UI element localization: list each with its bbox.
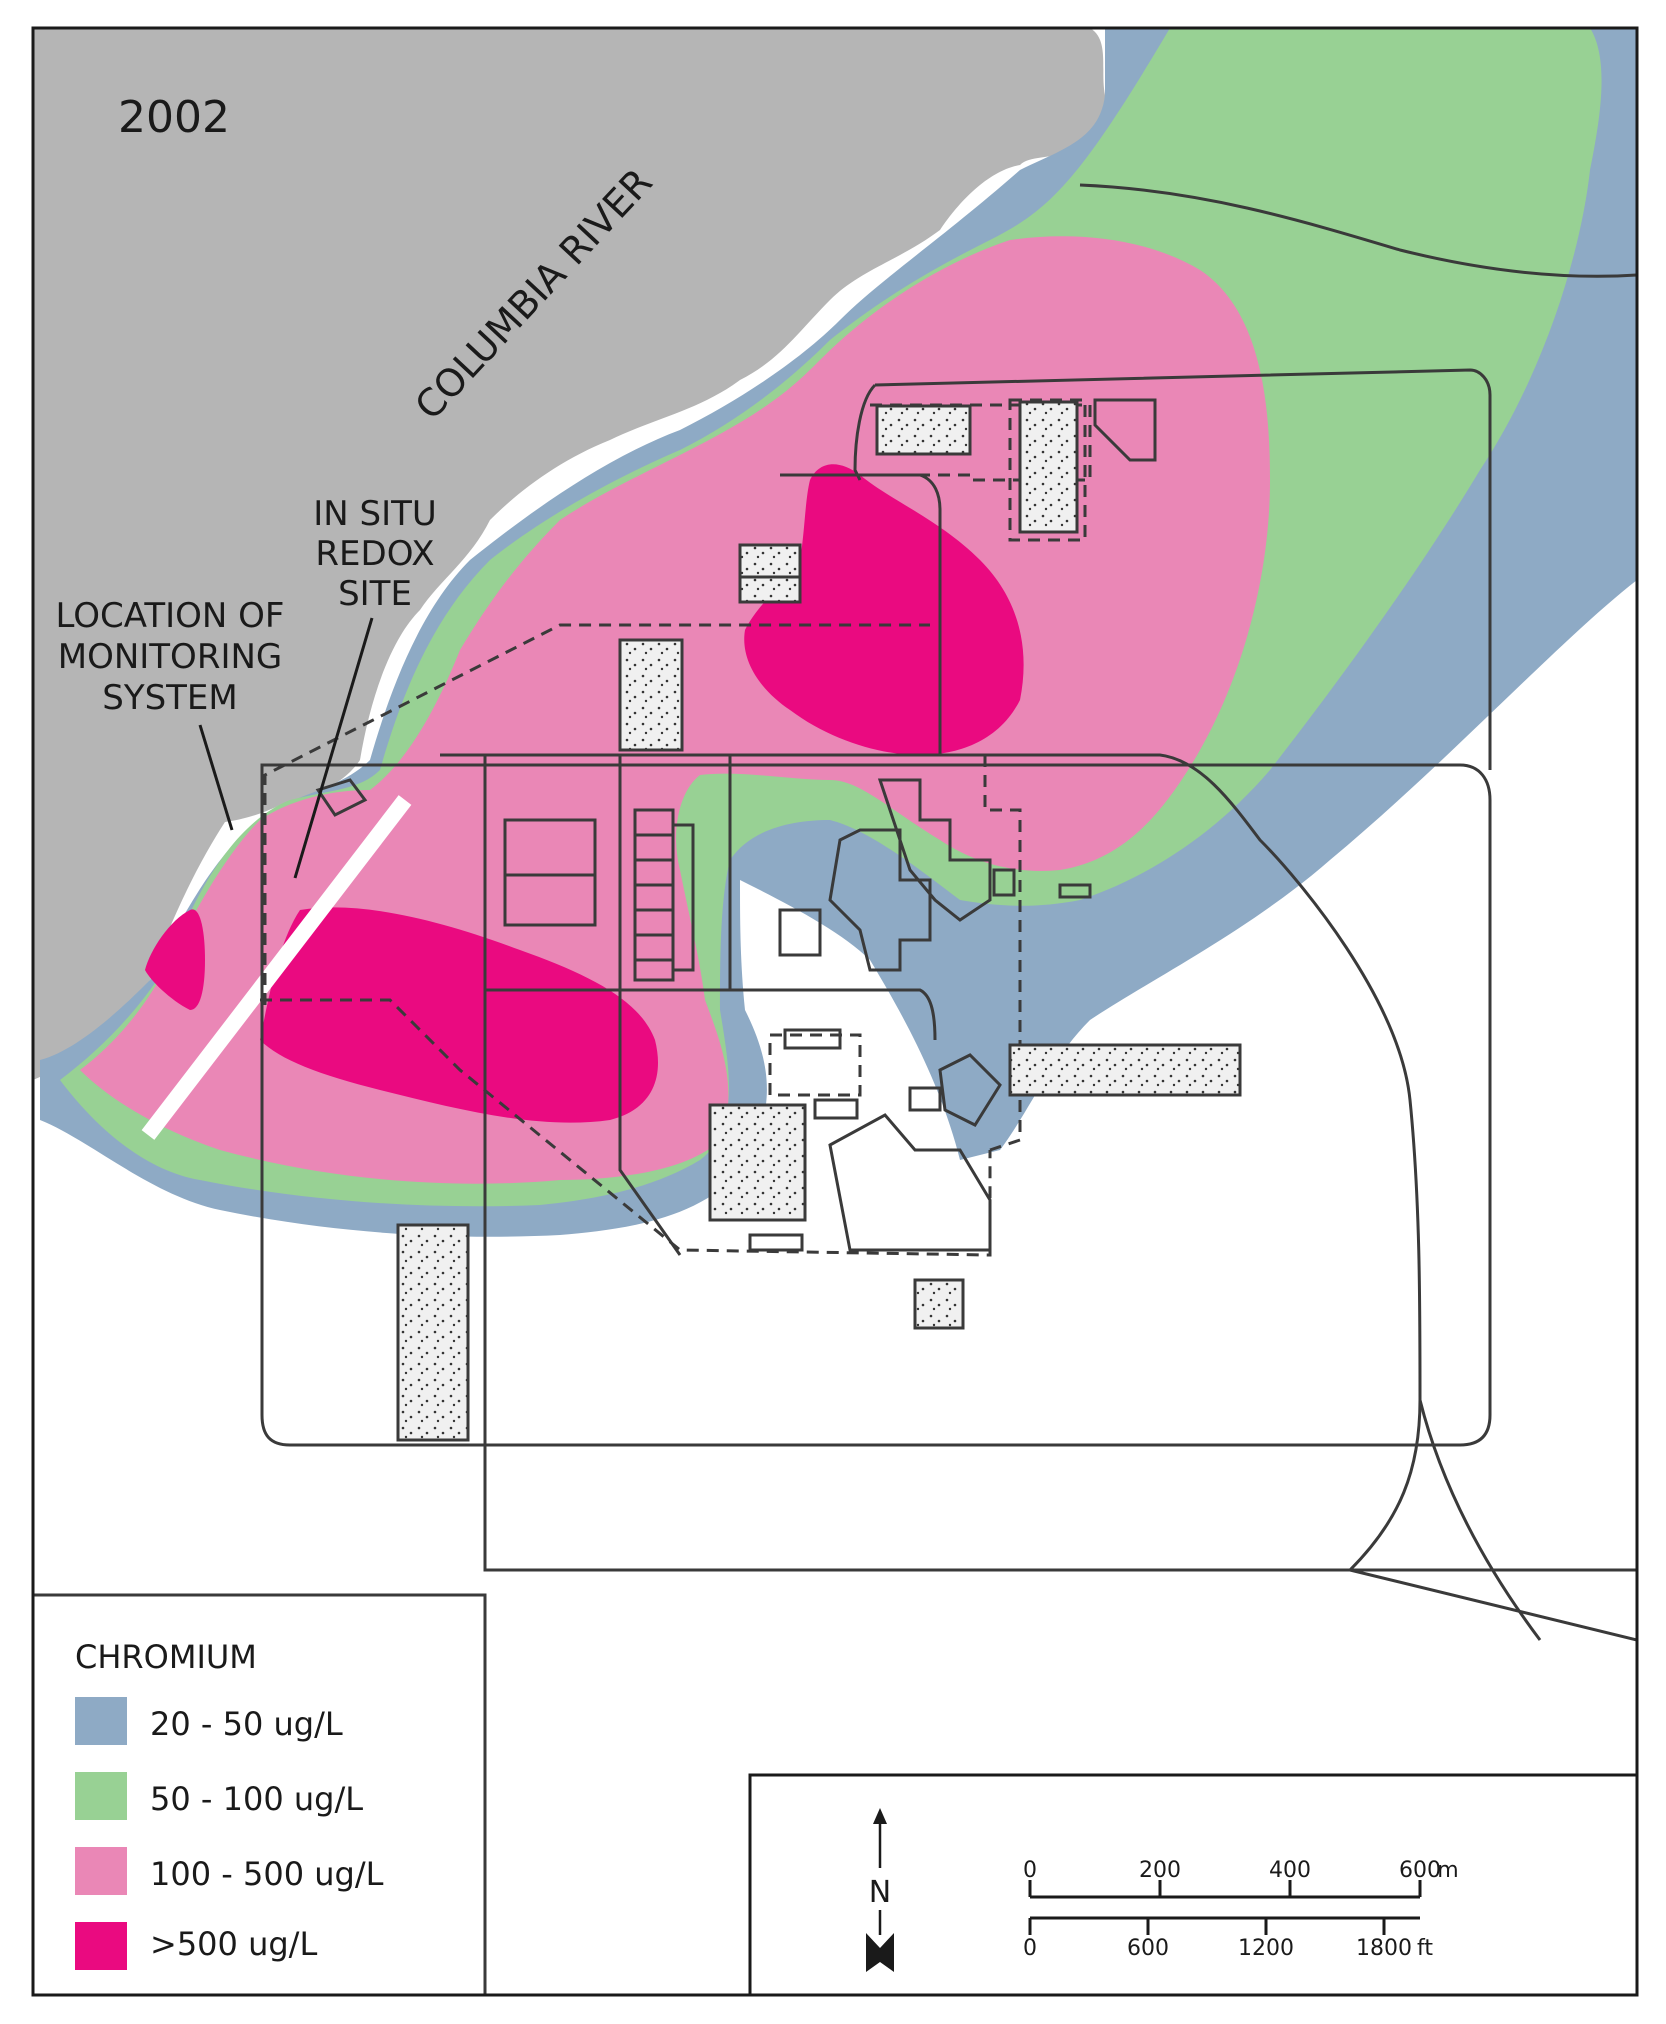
buildings (315, 398, 1242, 1442)
north-arrow-head-icon (873, 1808, 887, 1824)
scale-m-unit: m (1437, 1858, 1458, 1883)
monitoring-label-line2: MONITORING (58, 637, 283, 677)
plume-magenta-south (260, 907, 658, 1123)
columbia-river (33, 28, 1108, 1080)
legend-label-20-50: 20 - 50 ug/L (150, 1705, 343, 1743)
scale-m-400: 400 (1269, 1858, 1311, 1883)
scale-box (748, 1773, 1639, 1997)
legend-swatch-50-100 (75, 1772, 127, 1820)
scale-m-0: 0 (1023, 1858, 1037, 1883)
scale-ft-unit: ft (1417, 1936, 1433, 1961)
legend: CHROMIUM 20 - 50 ug/L 50 - 100 ug/L 100 … (75, 1638, 384, 1970)
redox-label-line1: IN SITU (313, 494, 437, 534)
monitoring-leader (198, 724, 234, 831)
scale-m-200: 200 (1139, 1858, 1181, 1883)
scale-m-600: 600 (1399, 1858, 1441, 1883)
north-label: N (869, 1875, 891, 1910)
north-arrow-tail-icon (866, 1933, 894, 1972)
legend-label-500-plus: >500 ug/L (150, 1925, 317, 1963)
scale-ft-1200: 1200 (1238, 1936, 1294, 1961)
legend-label-100-500: 100 - 500 ug/L (150, 1855, 384, 1893)
redox-leader (293, 617, 374, 879)
plume-magenta-north (744, 464, 1024, 755)
road-network (33, 183, 1637, 1995)
scale-ft-0: 0 (1023, 1936, 1037, 1961)
scale-bar: 0 200 400 600 m 0 600 1200 1800 ft (1023, 1858, 1459, 1961)
legend-swatch-20-50 (75, 1697, 127, 1745)
plume-magenta-west (145, 909, 205, 1010)
legend-swatch-500-plus (75, 1922, 127, 1970)
legend-title: CHROMIUM (75, 1638, 257, 1676)
scale-ft-600: 600 (1127, 1936, 1169, 1961)
redox-label-line3: SITE (338, 574, 412, 614)
monitoring-label-line1: LOCATION OF (56, 596, 285, 636)
north-arrow: N (866, 1808, 894, 1972)
scale-ft-1800: 1800 (1356, 1936, 1412, 1961)
monitoring-corridor (141, 795, 412, 1140)
monitoring-label-line3: SYSTEM (102, 678, 238, 718)
legend-label-50-100: 50 - 100 ug/L (150, 1780, 363, 1818)
year-label: 2002 (118, 92, 230, 143)
legend-swatch-100-500 (75, 1847, 127, 1895)
redox-label-line2: REDOX (315, 534, 434, 574)
